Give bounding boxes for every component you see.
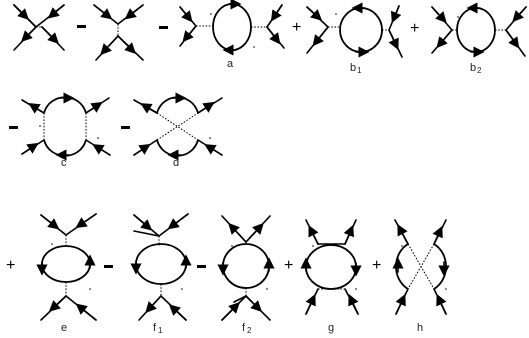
diagram-d: d bbox=[133, 92, 223, 169]
minus-sign-4 bbox=[121, 126, 130, 129]
label-f2-subscript: 2 bbox=[247, 326, 252, 335]
label-b2-subscript: 2 bbox=[477, 66, 482, 75]
minus-sign-6 bbox=[197, 265, 206, 268]
label-a: a bbox=[227, 58, 234, 70]
plus-sign-2: + bbox=[410, 20, 419, 37]
diagram-f2: f 2 bbox=[217, 215, 275, 335]
diagram-b2: b 2 bbox=[431, 2, 527, 75]
plus-sign-3: + bbox=[6, 257, 15, 274]
label-b1-letter: b bbox=[350, 62, 356, 74]
row2: - c - bbox=[9, 92, 223, 169]
label-f1-letter: f bbox=[153, 322, 157, 334]
diagram-b1: b 1 bbox=[306, 2, 403, 75]
label-f1-subscript: 1 bbox=[158, 326, 163, 335]
label-d: d bbox=[173, 157, 179, 169]
label-f2-letter: f bbox=[242, 322, 246, 334]
minus-sign-3 bbox=[9, 126, 18, 129]
diagram-c: c bbox=[21, 92, 111, 169]
row3: + e - bbox=[6, 213, 450, 335]
diagram-f1: f 1 bbox=[130, 213, 192, 335]
label-g: g bbox=[328, 322, 334, 334]
minus-sign-2 bbox=[159, 26, 168, 29]
plus-sign-5: + bbox=[372, 257, 381, 274]
row1: - - bbox=[13, 0, 527, 75]
plus-sign-4: + bbox=[284, 257, 293, 274]
diagram-g: g bbox=[300, 219, 362, 334]
label-e: e bbox=[61, 322, 67, 334]
label-h: h bbox=[417, 322, 423, 334]
bare-vertex-2 bbox=[93, 4, 144, 61]
bare-vertex-1 bbox=[13, 4, 65, 51]
diagram-a: a bbox=[179, 0, 285, 70]
diagram-h: h bbox=[392, 219, 450, 334]
plus-sign-1: + bbox=[292, 19, 301, 36]
label-b2-letter: b bbox=[470, 62, 476, 74]
label-b1-subscript: 1 bbox=[357, 66, 362, 75]
label-c: c bbox=[61, 157, 67, 169]
diagram-e: e bbox=[36, 213, 97, 334]
minus-sign-5 bbox=[104, 265, 113, 268]
minus-sign-1 bbox=[77, 25, 86, 28]
